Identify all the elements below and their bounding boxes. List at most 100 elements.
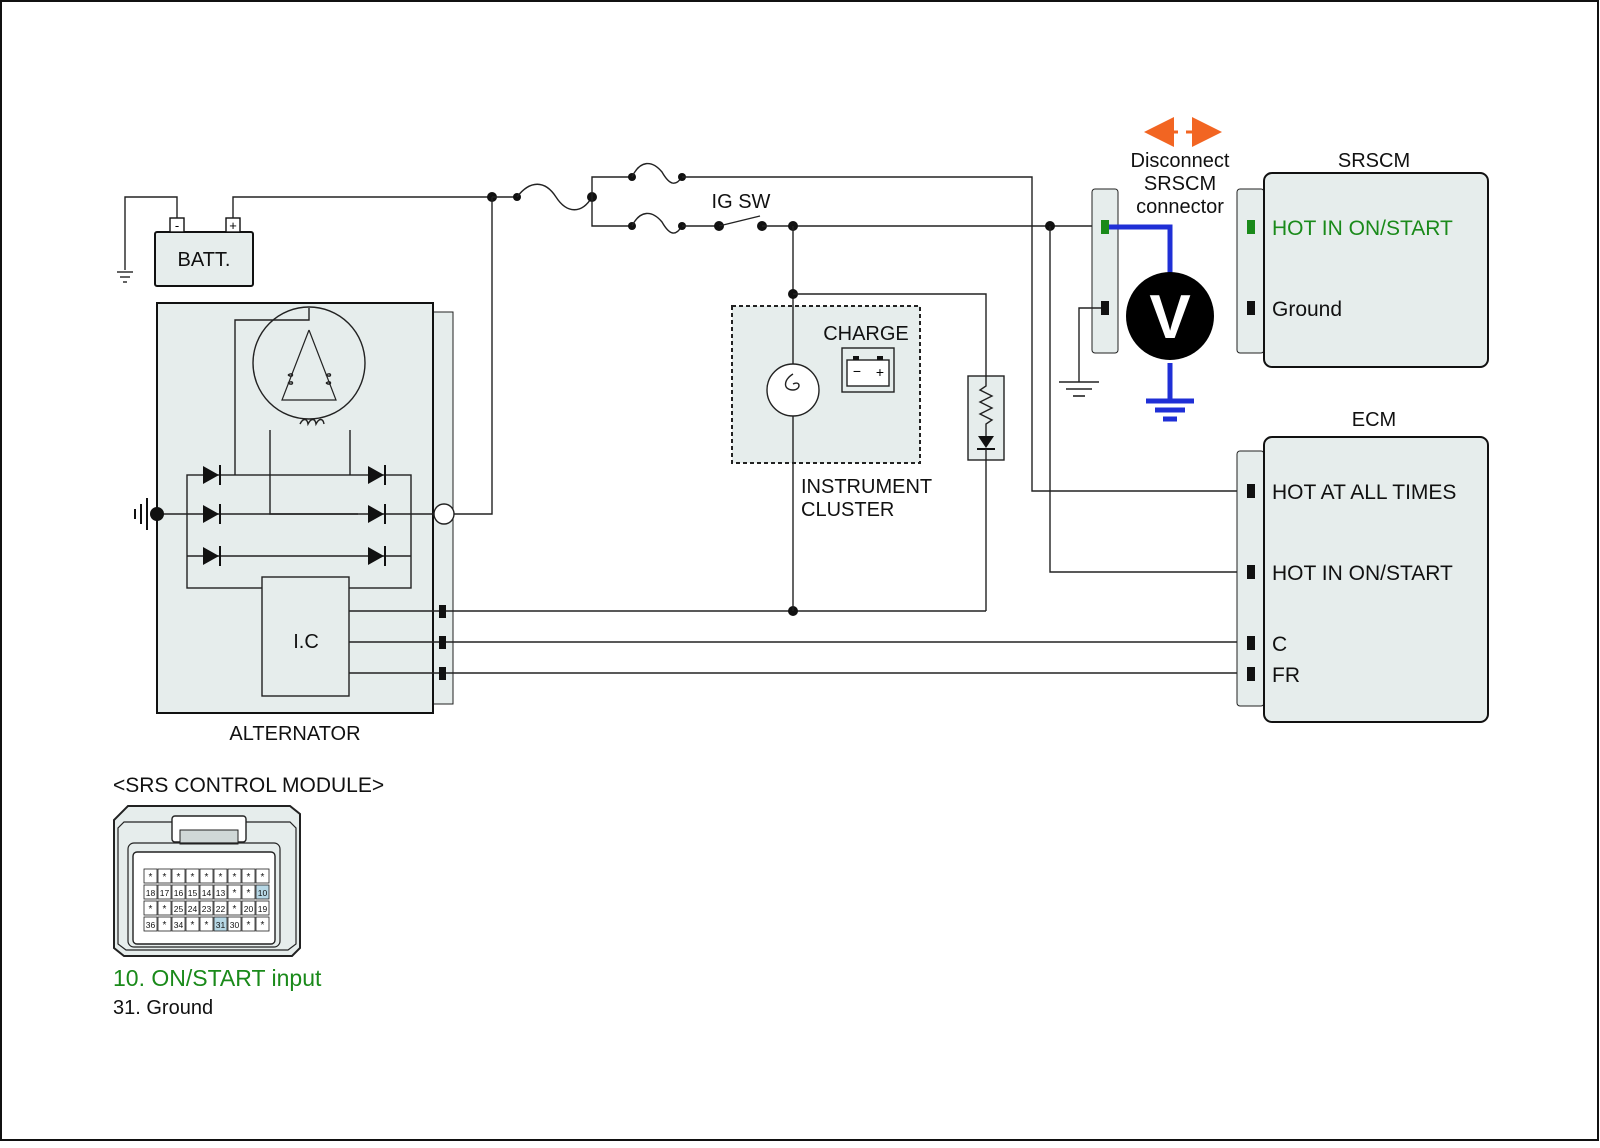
connector-pin-label: 10 [258,888,268,898]
connector-pin-cell [143,884,158,900]
connector-pin-label: * [163,872,167,883]
connector-pin-label: * [163,904,167,915]
instruction-line1: Disconnect [1131,150,1230,172]
connector-pin-label: 15 [188,888,198,898]
ic-label: I.C [293,631,319,653]
instruction-line2: SRSCM [1144,173,1216,195]
connector-pin-label: 13 [216,888,226,898]
harness-connector-body [1091,188,1119,354]
connector-pin-cell [143,916,158,932]
ic-box [261,576,350,697]
srscm-pin-label-hot: HOT IN ON/START [1272,217,1453,240]
srscm-pin-hot [1247,220,1255,234]
diode-icon [978,436,994,448]
main-bus: IG SW [452,162,1241,573]
battery-negative-sign: - [175,218,179,233]
connector-pin-label: 20 [244,904,254,914]
connector-pin-cell [227,916,242,932]
connector-pin-label: * [261,872,265,883]
connector-pin-label: * [191,920,195,931]
connector-pin-label: * [219,872,223,883]
connector-pin-cell [255,916,270,932]
ecm-title: ECM [1352,409,1396,431]
ecm-box [1263,436,1489,723]
connector-pin-cell [157,900,172,916]
connector-pin-cell [241,900,256,916]
ig-switch-icon [718,215,761,227]
connector-pin-label: * [247,888,251,899]
connector-pin-cell [199,884,214,900]
connector-pin-label: 30 [230,920,240,930]
connector-pin-label: 16 [174,888,184,898]
instruction-line3: connector [1136,196,1224,218]
battery-warning-icon: − + [841,347,895,393]
battery-label: BATT. [178,249,231,271]
connector-pin-label: * [149,872,153,883]
connector-pin-label: 31 [216,920,226,930]
cluster-title-line1: INSTRUMENT [801,476,932,498]
connector-pin-label: * [149,904,153,915]
connector-pin-label: 23 [202,904,212,914]
connector-pin-label: * [233,872,237,883]
legend-pin-31: 31. Ground [113,997,213,1019]
ecm-pin-label-battery: HOT AT ALL TIMES [1272,481,1456,504]
signal-lines [446,606,1241,674]
instrument-cluster: CHARGE − + INSTRUMENT CLUSTER [731,226,1005,611]
battery-positive-sign: + [229,218,237,233]
connector-pin-label: 34 [174,920,184,930]
connector-pin-cell [185,868,200,884]
srscm-title: SRSCM [1338,150,1410,172]
connector-pin-label: * [247,872,251,883]
connector-pin-cell [213,884,228,900]
connector-pin-cell [171,900,186,916]
connector-pin-cell [185,916,200,932]
connector-pin-cell [255,868,270,884]
connector-pin-cell [241,868,256,884]
connector-pin-label: * [261,920,265,931]
connector-pin-cell [227,884,242,900]
b-plus-terminal [433,503,455,525]
connector-pin-label: * [233,904,237,915]
connector-pin-cell [185,900,200,916]
connector-pin-label: * [177,872,181,883]
voltmeter-icon [1126,272,1214,360]
voltmeter: V [1109,224,1214,422]
connector-pin-label: 17 [160,888,170,898]
battery-ground-icon [117,271,133,283]
connector-pin-cell [143,868,158,884]
connector-pin-cell [241,884,256,900]
battery-box [154,231,254,287]
srscm-module: SRSCM HOT IN ON/START Ground [1236,150,1489,368]
battery: - + BATT. [117,196,492,287]
connector-pin-label: * [163,920,167,931]
connector-pin-cell [157,916,172,932]
harness-pin-hot [1101,220,1109,234]
connector-pin-label: * [205,872,209,883]
connector-pin-cell [227,900,242,916]
connector-pin-label: 24 [188,904,198,914]
connector-pin-cell [213,868,228,884]
stator-icon [252,306,366,420]
connector-pin-label: 14 [202,888,212,898]
connector-pin-cell [171,884,186,900]
voltmeter-symbol: V [1149,283,1190,352]
harness-pin-ground [1101,301,1109,315]
connector-pin-cell [185,884,200,900]
svg-text:−: − [853,363,861,379]
srscm-pin-label-ground: Ground [1272,298,1342,321]
connector-pin-label: 19 [258,904,268,914]
connector-pin-cell [171,868,186,884]
srscm-connector [1236,188,1265,354]
connector-pin-cell [157,884,172,900]
ecm-pin-label-fr: FR [1272,664,1300,687]
connector-pin-cell [213,916,228,932]
connector-pin-label: * [247,920,251,931]
connector-view-title: <SRS CONTROL MODULE> [113,774,384,797]
connector-pin-cell [255,900,270,916]
connector-pin-label: * [191,872,195,883]
